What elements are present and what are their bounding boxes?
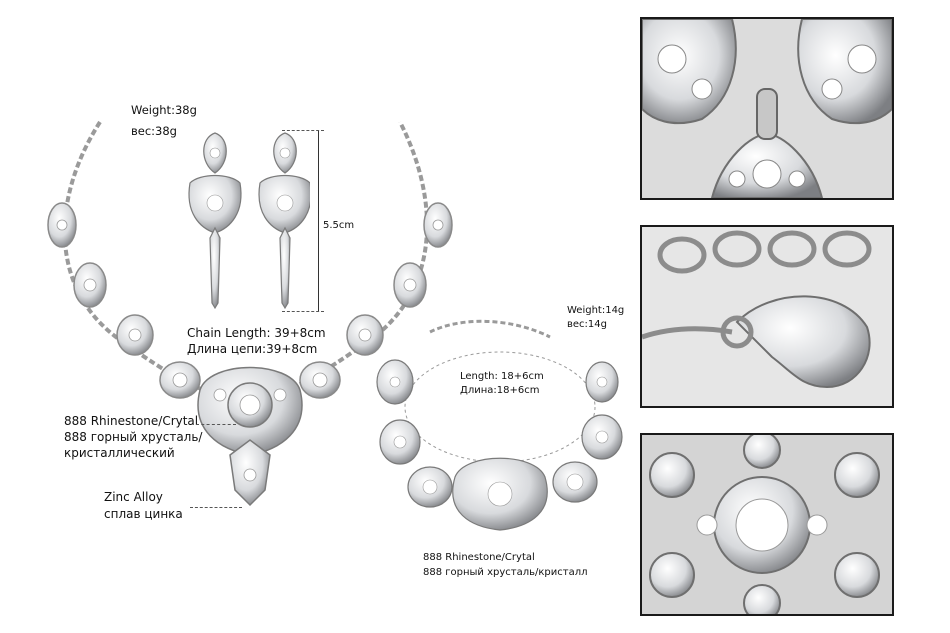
necklace-material-ru: сплав цинка [104,507,183,521]
necklace-weight-en: Weight:38g [131,103,197,117]
bracelet-weight-ru: вес:14g [567,319,607,330]
bracelet-length-ru: Длина:18+6cm [460,385,540,396]
earring-top-line [282,130,324,131]
necklace-weight-ru: вес:38g [131,124,177,138]
pendant-closeup-image [642,19,892,198]
earrings-image [188,132,310,310]
necklace-material-leader [190,507,242,508]
chain-length-en: Chain Length: 39+8cm [187,326,326,340]
crystal-closeup-image [642,435,892,614]
necklace-stone-ru-1: 888 горный хрусталь/ [64,430,203,444]
necklace-material-en: Zinc Alloy [104,490,163,504]
detail-panel-lobster-clasp [640,225,894,408]
earring-bottom-line [282,311,324,312]
necklace-stone-ru-2: кристаллический [64,446,175,460]
earring-height-line [318,131,319,311]
necklace-stone-leader [196,424,236,425]
necklace-image [47,120,453,507]
chain-length-ru: Длина цепи:39+8cm [187,342,318,356]
earring-length-label: 5.5cm [323,220,355,231]
necklace-stone-en: 888 Rhinestone/Crytal [64,414,199,428]
bracelet-weight-en: Weight:14g [567,305,625,316]
detail-panel-crystal-center [640,433,894,616]
bracelet-stone-ru: 888 горный хрусталь/кристалл [423,567,588,578]
bracelet-stone-en: 888 Rhinestone/Crytal [423,552,535,563]
clasp-closeup-image [642,227,892,406]
detail-panel-pendant-clasp [640,17,894,200]
bracelet-image [376,319,623,531]
bracelet-length-en: Length: 18+6cm [460,371,544,382]
